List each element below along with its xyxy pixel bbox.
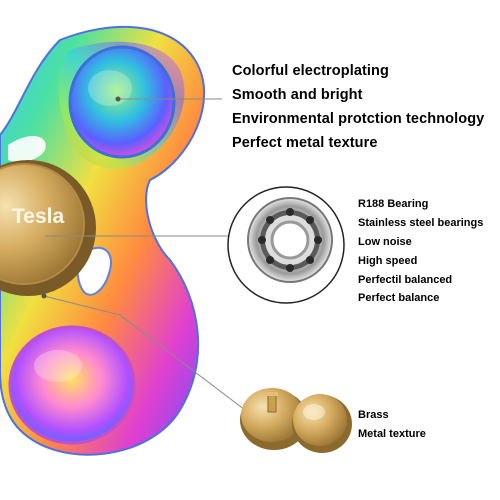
feature-stainless-steel-bearings: Stainless steel bearings [358,217,484,229]
feature-brass: Brass [358,409,389,421]
brand-text: Tesla [12,205,65,228]
bearing-detail [227,186,345,304]
feature-metal-texture: Metal texture [358,428,426,440]
callout-dot-surface [115,96,121,102]
callout-dot-caps [41,293,47,299]
feature-perfectil-balanced: Perfectil balanced [358,274,453,286]
feature-perfect-balance: Perfect balance [358,292,440,304]
callout-lines [43,98,246,411]
caps-detail [240,388,352,453]
spinner-photo [0,25,206,456]
feature-colorful-electroplating: Colorful electroplating [232,63,389,79]
feature-r188-bearing: R188 Bearing [358,198,429,210]
feature-perfect-metal-texture: Perfect metal texture [232,135,378,151]
feature-smooth-and-bright: Smooth and bright [232,87,363,103]
feature-low-noise: Low noise [358,236,412,248]
feature-high-speed: High speed [358,255,418,267]
feature-environmental-technology: Environmental protction technology [232,111,485,127]
